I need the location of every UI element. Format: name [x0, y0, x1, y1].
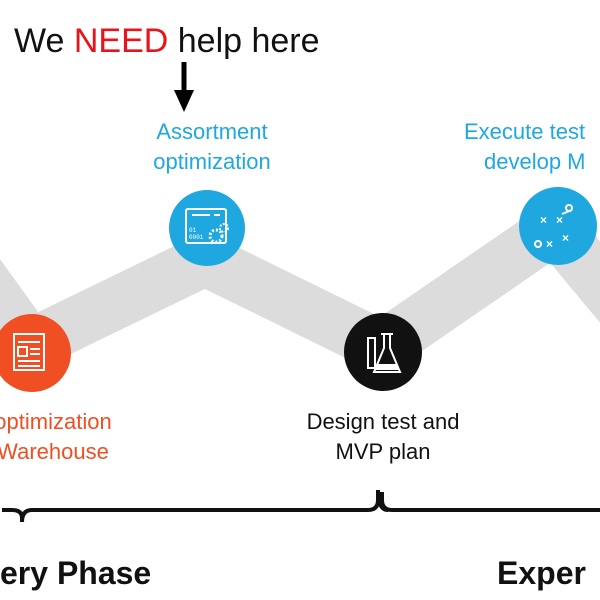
help-callout: We NEED help here: [14, 22, 320, 61]
lab-flask-icon: [344, 313, 422, 391]
step-label-assortment: Assortment optimization: [92, 117, 332, 177]
step-label-execute-test: Execute test develop M: [464, 117, 600, 177]
step-line-2: develop M: [484, 149, 586, 174]
step-line-1: Design test and: [306, 409, 460, 434]
svg-text:0001: 0001: [189, 234, 204, 241]
report-document-icon: [0, 314, 71, 392]
strategy-play-icon: × × × ×: [519, 187, 597, 265]
step-line-1: Execute test: [464, 119, 586, 144]
step-label-design-test: Design test and MVP plan: [263, 407, 503, 467]
step-line-2: Warehouse: [0, 439, 109, 464]
data-settings-icon: 01 0001: [169, 190, 245, 266]
svg-text:×: ×: [540, 213, 547, 227]
callout-prefix: We: [14, 22, 74, 60]
svg-text:×: ×: [562, 231, 569, 245]
down-arrow-icon: [174, 62, 194, 112]
discovery-phase-bracket: [2, 489, 389, 523]
step-line-1: Assortment: [156, 119, 268, 144]
step-label-warehouse: optimization Warehouse: [0, 407, 168, 467]
svg-text:×: ×: [556, 213, 563, 227]
step-line-1: optimization: [0, 409, 112, 434]
experiment-phase-bracket: [380, 492, 600, 512]
callout-suffix: help here: [168, 22, 320, 60]
experiment-phase-label: Exper: [497, 555, 586, 591]
step-line-2: optimization: [153, 149, 271, 174]
svg-text:×: ×: [546, 237, 553, 251]
svg-text:01: 01: [189, 227, 197, 234]
step-line-2: MVP plan: [335, 439, 431, 464]
process-path-band: [0, 193, 600, 378]
callout-highlight: NEED: [73, 22, 169, 60]
discovery-phase-label: ery Phase: [0, 555, 152, 591]
